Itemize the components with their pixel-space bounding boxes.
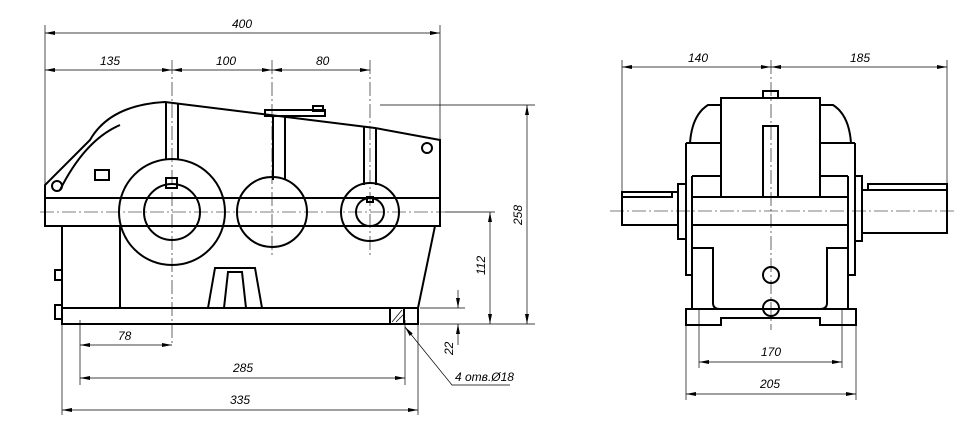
dim-112: 112 — [474, 256, 488, 275]
front-view: 400 135 100 80 258 112 22 78 285 335 4 о… — [40, 17, 535, 415]
side-view: 140 185 170 205 — [610, 51, 955, 400]
dim-140: 140 — [688, 51, 708, 65]
dim-78: 78 — [118, 329, 132, 343]
holes-callout: 4 отв.Ø18 — [455, 370, 514, 384]
housing-cover — [44, 100, 441, 198]
dim-335: 335 — [230, 393, 250, 407]
dim-80: 80 — [316, 54, 330, 68]
dim-205: 205 — [759, 377, 780, 391]
dim-285: 285 — [232, 361, 253, 375]
dim-22: 22 — [442, 341, 456, 356]
dim-100: 100 — [216, 54, 236, 68]
top-cover — [720, 97, 821, 198]
output-shaft — [861, 189, 948, 234]
dim-185: 185 — [850, 51, 870, 65]
dim-400: 400 — [232, 17, 252, 31]
side-base — [685, 308, 857, 326]
dim-170: 170 — [761, 345, 781, 359]
dim-258: 258 — [511, 205, 525, 226]
dim-135: 135 — [100, 54, 120, 68]
base-plate — [61, 307, 419, 325]
